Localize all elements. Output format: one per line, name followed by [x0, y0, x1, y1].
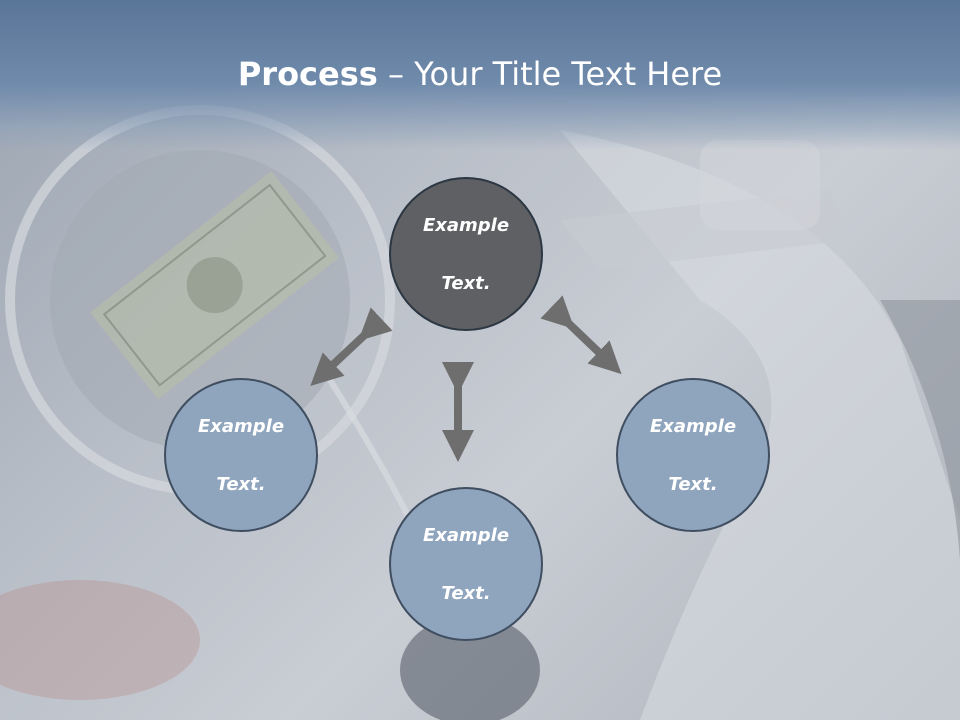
- node-left-line1: Example: [197, 415, 285, 437]
- title-bold: Process: [237, 55, 378, 93]
- title-rest: – Your Title Text Here: [377, 55, 723, 93]
- title-band: [0, 0, 960, 150]
- node-right-line1: Example: [649, 415, 737, 437]
- node-center-line2: Text.: [441, 272, 491, 294]
- node-center-line1: Example: [422, 214, 510, 236]
- node-bottom-line2: Text.: [441, 582, 491, 604]
- arrow-center-left: [310, 307, 393, 386]
- node-bottom-line1: Example: [422, 524, 510, 546]
- slide-title: Process – Your Title Text Here: [0, 52, 960, 96]
- node-left-line2: Text.: [216, 473, 266, 495]
- arrow-center-right: [540, 295, 622, 375]
- node-right-line2: Text.: [668, 473, 718, 495]
